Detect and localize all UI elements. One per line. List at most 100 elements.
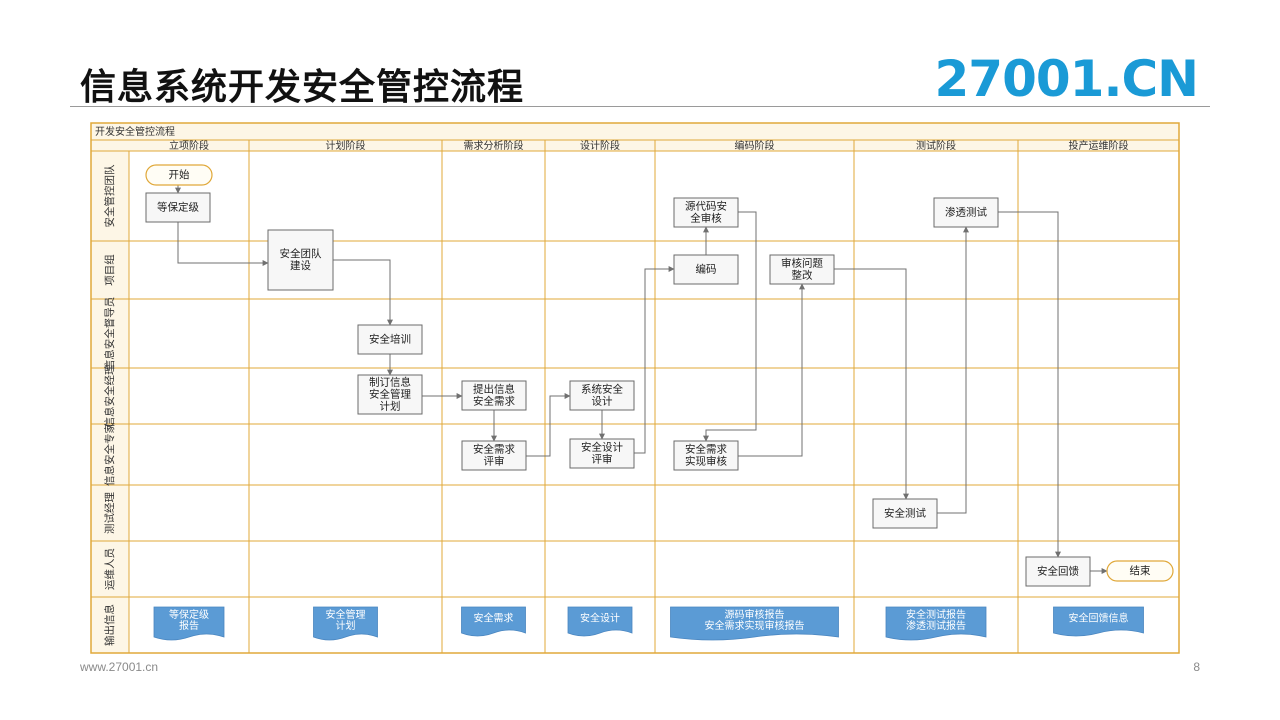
process-box-label: 整改 [792,269,813,282]
terminal-start: 开始 [145,164,213,186]
phase-label: 编码阶段 [735,139,775,152]
terminal-shape [1106,560,1174,582]
process-box-impl_review: 安全需求实现审核 [673,440,739,471]
output-document: 安全设计 [567,606,633,637]
terminal-end: 结束 [1106,560,1174,582]
terminal-shape [145,164,213,186]
output-document-label: 安全测试报告 [906,608,966,621]
process-box-shape [267,229,334,291]
process-box-grade: 等保定级 [145,192,211,223]
output-document-shape [567,606,633,637]
terminal-label: 开始 [169,168,190,181]
diagram-header-bg [91,123,1179,151]
arrow-designreview-coding [634,266,675,454]
process-box-label: 安全需求 [473,395,515,408]
lane-label: 信息安全督导员 [103,297,116,371]
diagram-title: 开发安全管控流程 [95,125,175,138]
lane-label-bg [91,151,129,653]
process-box-label: 安全设计 [581,441,623,454]
page-number: 8 [1193,660,1200,674]
output-document-label: 源码审核报告 [725,608,785,621]
process-box-label: 实现审核 [685,455,727,468]
process-box-label: 安全培训 [369,333,411,346]
arrow-pentest-callback [998,211,1061,558]
terminal-label: 结束 [1130,564,1152,577]
process-box-label: 编码 [696,263,717,276]
lane-label: 信息安全专家 [103,423,116,486]
arrow-implreview-fix [738,283,805,457]
process-box-label: 源代码安 [685,200,727,213]
lane-label: 运维人员 [103,548,116,590]
process-box-shape [569,380,635,411]
process-box-pen_test: 渗透测试 [933,197,999,228]
process-box-shape [145,192,211,223]
phase-label: 计划阶段 [326,139,366,152]
process-box-label: 安全回馈 [1037,565,1079,578]
lane-label: 项目组 [103,254,116,286]
process-box-label: 评审 [484,455,505,468]
output-document: 安全需求 [461,606,526,637]
lane-label: 测试经理 [103,492,116,534]
process-box-label: 计划 [380,400,401,413]
footer-url: www.27001.cn [80,660,159,674]
lane-label: 信息安全经理 [103,364,116,427]
process-box-label: 渗透测试 [945,206,987,219]
process-box-label: 制订信息 [369,376,411,389]
output-document-shape [885,606,987,641]
output-document-label: 安全需求实现审核报告 [705,619,805,632]
phase-label: 设计阶段 [580,139,620,152]
process-box-callback: 安全回馈 [1025,556,1091,587]
diagram-frame [90,122,1180,654]
process-box-shape [933,197,999,228]
output-document-label: 安全需求 [474,612,514,625]
output-document-shape [461,606,526,637]
arrow-team-training [333,259,393,326]
process-box-shape [769,254,835,285]
output-document-label: 渗透测试报告 [906,619,966,632]
output-document-label: 计划 [336,619,356,632]
process-box-label: 全审核 [690,212,722,225]
output-document-shape [1053,606,1144,637]
process-box-shape [1025,556,1091,587]
process-box-label: 安全需求 [685,443,727,456]
output-document-shape [153,606,225,641]
phase-label: 投产运维阶段 [1069,139,1129,152]
process-box-sec_test: 安全测试 [872,498,938,529]
phase-label: 立项阶段 [169,139,209,152]
process-box-shape [673,197,739,228]
process-box-label: 等保定级 [157,201,199,214]
process-box-shape [673,254,739,285]
process-box-shape [357,324,423,355]
lane-label: 安全管控团队 [103,164,116,227]
process-box-training: 安全培训 [357,324,423,355]
process-box-shape [461,380,527,411]
output-document-label: 等保定级 [169,608,209,621]
process-box-label: 设计 [592,395,613,408]
arrow-reqreview-design [526,393,571,457]
output-document-label: 安全回馈信息 [1069,612,1129,625]
arrow-grade-team [177,222,269,266]
output-document-shape [313,606,378,641]
process-box-coding: 编码 [673,254,739,285]
process-box-label: 安全需求 [473,443,515,456]
brand-logo: 27001.CN [934,50,1199,108]
arrow-srcreview-implreview [703,211,757,442]
output-document-label: 报告 [179,619,199,632]
process-box-label: 建设 [290,259,311,272]
output-document-label: 安全设计 [580,612,620,625]
arrow-sectest-pentest [937,226,969,514]
output-document-shape [670,606,839,641]
